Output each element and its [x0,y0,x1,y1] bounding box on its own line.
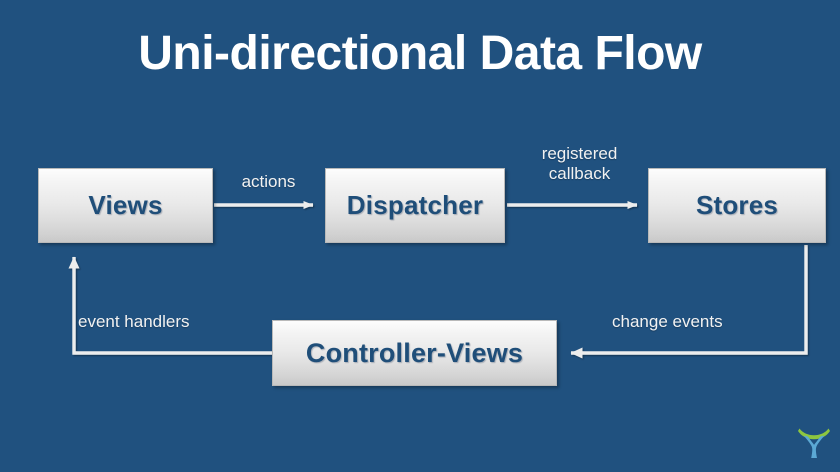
edge-label-event-handlers: event handlers [78,312,190,331]
node-dispatcher-label: Dispatcher [346,190,484,220]
node-stores-label: Stores [695,190,779,220]
edge-label-actions: actions [241,172,296,191]
node-controller-views-label: Controller-Views [305,337,524,368]
edge-controller-views-to-views [68,256,272,355]
node-controller-views[interactable]: Controller-Views [272,320,557,386]
edge-label-registered-callback: registered callback [541,144,618,184]
node-stores[interactable]: Stores [648,168,826,243]
node-dispatcher[interactable]: Dispatcher [325,168,505,243]
brand-logo-icon [798,428,830,458]
node-views-label: Views [88,190,163,220]
page-title: Uni-directional Data Flow [138,27,702,80]
node-views[interactable]: Views [38,168,213,243]
edge-label-change-events: change events [612,312,723,331]
edge-stores-to-controller-views [570,245,808,359]
